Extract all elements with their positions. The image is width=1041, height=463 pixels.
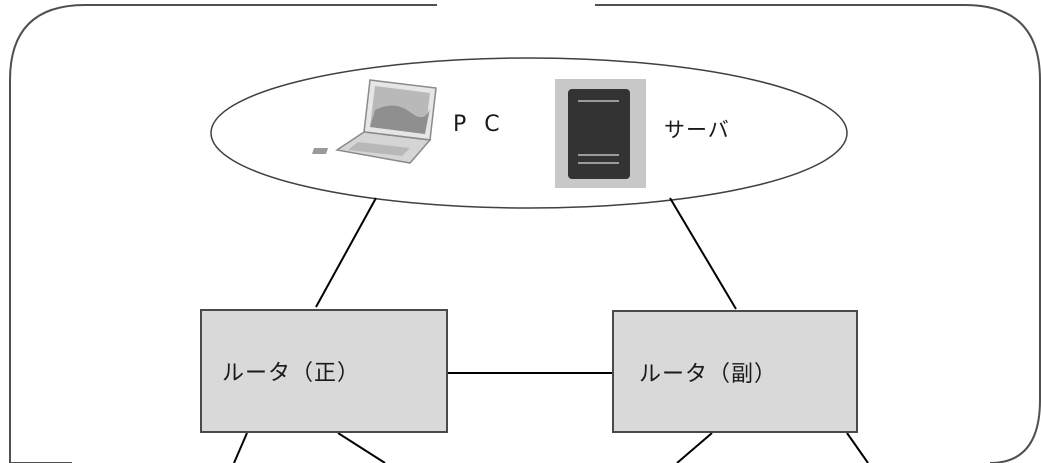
pc-label: PC bbox=[453, 112, 518, 137]
router-main-label: ルータ（正） bbox=[222, 361, 361, 386]
server-label: サーバ bbox=[664, 118, 730, 142]
edge-router-sub-down-left bbox=[676, 432, 713, 463]
edge-router-main-down-left bbox=[233, 432, 248, 463]
server-icon bbox=[555, 79, 646, 188]
router-main-node: ルータ（正） bbox=[200, 309, 448, 433]
laptop-icon bbox=[311, 79, 437, 164]
edge-hosts-router-main bbox=[315, 197, 377, 308]
router-sub-label: ルータ（副） bbox=[639, 361, 778, 387]
host-group-ellipse bbox=[210, 57, 848, 209]
edge-hosts-router-sub bbox=[669, 197, 737, 310]
router-sub-node: ルータ（副） bbox=[612, 310, 858, 433]
edge-router-main-down-right bbox=[337, 432, 386, 463]
edge-router-sub-down-right bbox=[846, 432, 869, 463]
network-boundary bbox=[9, 4, 1041, 463]
